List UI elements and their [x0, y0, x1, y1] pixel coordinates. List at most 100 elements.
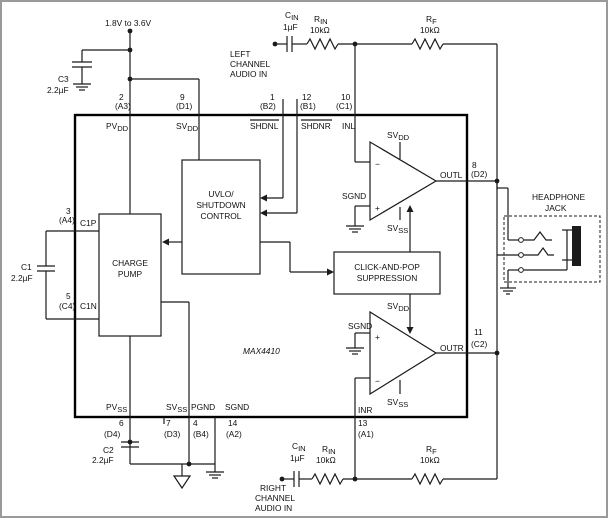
headphone-label-line2: JACK: [545, 203, 567, 213]
right-input-line2: CHANNEL: [255, 493, 295, 503]
supply-wires: [81, 28, 200, 115]
pin-outr-num: 11: [474, 327, 483, 337]
pin-inr-ball: (A1): [358, 429, 374, 439]
right-input-line3: AUDIO IN: [255, 503, 292, 513]
headphone-jack-icon: [496, 181, 581, 295]
cin-left-value: 1µF: [283, 22, 298, 32]
left-amp-sgnd: SGND: [342, 191, 366, 201]
label-shdnl: SHDNL: [250, 121, 279, 131]
c1-value: 2.2µF: [11, 273, 33, 283]
pin-c1n-ball: (C4): [59, 301, 75, 311]
pin-pvss-ball: (D4): [104, 429, 120, 439]
pin-pvdd-ball: (A3): [115, 101, 131, 111]
uvlo-to-clickpop-wire: [260, 241, 334, 276]
c2-value: 2.2µF: [92, 455, 114, 465]
bottom-wires: [127, 301, 224, 490]
pin-sgnd-num: 14: [228, 418, 238, 428]
charge-pump-line1: CHARGE: [112, 258, 148, 268]
click-pop-block: [333, 251, 441, 295]
pin-svss-num: 7: [166, 418, 171, 428]
click-pop-line2: SUPPRESSION: [357, 273, 418, 283]
headphone-label-line1: HEADPHONE: [532, 192, 585, 202]
rf-left-value: 10kΩ: [420, 25, 440, 35]
rin-right-name: RIN: [322, 444, 336, 456]
left-amp-svss: SVSS: [387, 223, 408, 235]
left-amp-minus: −: [375, 159, 380, 169]
label-outr: OUTR: [440, 343, 464, 353]
right-amp-plus: +: [375, 332, 380, 342]
label-pgnd: PGND: [191, 402, 215, 412]
c1-name: C1: [21, 262, 32, 272]
right-amp-svss: SVSS: [387, 397, 408, 409]
pin-c1p-num: 3: [66, 206, 71, 216]
uvlo-shutdown-block: [181, 159, 261, 275]
c3-capacitor: [72, 61, 92, 91]
pin-svss-ball: (D3): [164, 429, 180, 439]
right-amp-minus: −: [375, 376, 380, 386]
left-input-line3: AUDIO IN: [230, 69, 267, 79]
pin-pgnd-num: 4: [193, 418, 198, 428]
pin-pvdd-num: 2: [119, 92, 124, 102]
rf-left-name: RF: [426, 14, 437, 26]
right-input-line1: RIGHT: [260, 483, 286, 493]
pin-shdnl-num: 1: [270, 92, 275, 102]
label-inl: INL: [342, 121, 355, 131]
left-input-line1: LEFT: [230, 49, 250, 59]
label-svss: SVSS: [166, 402, 187, 414]
left-amp-wires: [346, 42, 500, 233]
label-sgnd: SGND: [225, 402, 249, 412]
c1-capacitor: [37, 230, 99, 320]
pin-inr-num: 13: [358, 418, 368, 428]
rin-left-value: 10kΩ: [310, 25, 330, 35]
label-svdd: SVDD: [176, 121, 199, 133]
pin-outr-ball: (C2): [471, 339, 487, 349]
c2-name: C2: [103, 445, 114, 455]
label-c1n: C1N: [80, 301, 97, 311]
pin-outl-num: 8: [472, 160, 477, 170]
left-input-network: [272, 36, 498, 181]
rin-left-name: RIN: [314, 14, 328, 26]
right-input-network: [279, 353, 498, 487]
chip-outline: [73, 113, 469, 419]
clickpop-to-amps-arrows: [406, 205, 414, 334]
pin-inl-ball: (C1): [336, 101, 352, 111]
c3-value: 2.2µF: [47, 85, 69, 95]
shdn-wires: [260, 99, 298, 217]
c2-capacitor: [121, 441, 139, 448]
uvlo-line3: CONTROL: [201, 211, 242, 221]
rf-right-name: RF: [426, 444, 437, 456]
uvlo-to-pump-arrow: [162, 238, 169, 246]
pin-svdd-num: 9: [180, 92, 185, 102]
left-amp-svdd: SVDD: [387, 130, 410, 142]
cin-right-name: CIN: [292, 441, 306, 453]
pin-svdd-ball: (D1): [176, 101, 192, 111]
rf-right-value: 10kΩ: [420, 455, 440, 465]
pin-pgnd-ball: (B4): [193, 429, 209, 439]
uvlo-line1: UVLO/: [208, 189, 234, 199]
left-amp-plus: +: [375, 203, 380, 213]
cin-right-value: 1µF: [290, 453, 305, 463]
pin-shdnr-num: 12: [302, 92, 312, 102]
rin-right-value: 10kΩ: [316, 455, 336, 465]
headphone-jack-box: [503, 215, 601, 283]
pin-c1n-num: 5: [66, 291, 71, 301]
label-outl: OUTL: [440, 170, 463, 180]
pin-shdnl-ball: (B2): [260, 101, 276, 111]
left-input-line2: CHANNEL: [230, 59, 270, 69]
right-amp-svdd: SVDD: [387, 301, 410, 313]
label-pvdd: PVDD: [106, 121, 129, 133]
charge-pump-line2: PUMP: [118, 269, 143, 279]
pin-sgnd-ball: (A2): [226, 429, 242, 439]
label-shdnr: SHDNR: [301, 121, 331, 131]
pin-pvss-num: 6: [119, 418, 124, 428]
pin-inl-num: 10: [341, 92, 351, 102]
label-c1p: C1P: [80, 218, 97, 228]
label-pvss: PVSS: [106, 402, 127, 414]
supply-voltage-label: 1.8V to 3.6V: [105, 18, 152, 28]
c3-name: C3: [58, 74, 69, 84]
uvlo-line2: SHUTDOWN: [196, 200, 245, 210]
pin-outl-ball: (D2): [471, 169, 487, 179]
click-pop-line1: CLICK-AND-POP: [354, 262, 420, 272]
